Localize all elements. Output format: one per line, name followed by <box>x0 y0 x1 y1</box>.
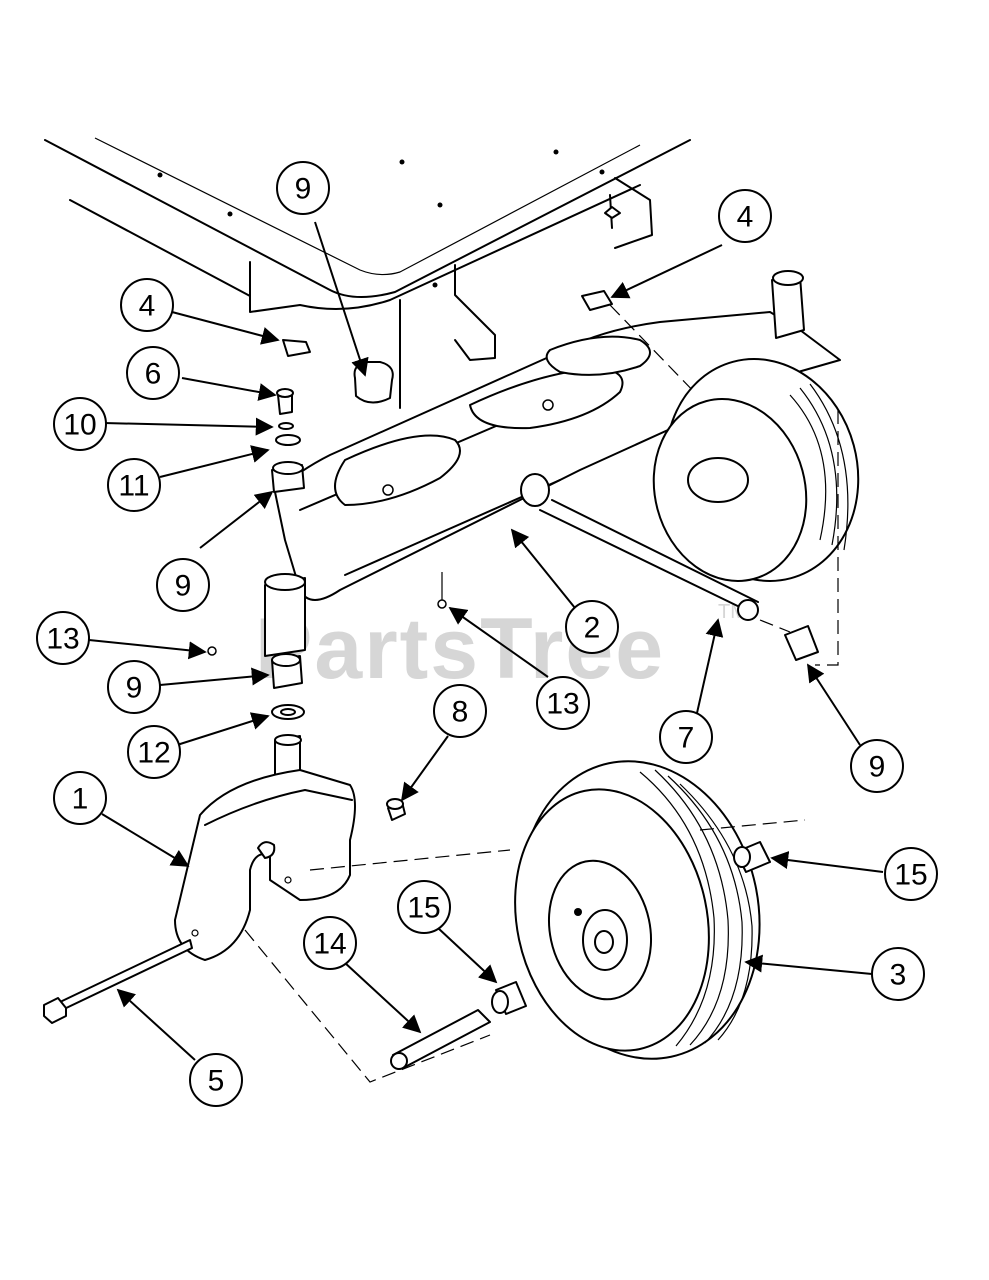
callout-2: 2 <box>565 600 619 654</box>
callout-label: 4 <box>139 290 156 323</box>
callout-13-right: 13 <box>536 676 590 730</box>
callout-label: 3 <box>890 959 907 992</box>
callout-1: 1 <box>53 771 107 825</box>
callout-12: 12 <box>127 725 181 779</box>
axle-spacer <box>390 981 527 1070</box>
callout-13-left: 13 <box>36 611 90 665</box>
watermark: PartsTree TM <box>255 601 747 697</box>
callout-label: 11 <box>118 470 149 503</box>
callout-label: 8 <box>452 696 469 729</box>
callout-label: 13 <box>46 623 79 656</box>
callout-label: 9 <box>175 570 192 603</box>
callout-3: 3 <box>871 947 925 1001</box>
callout-label: 7 <box>678 722 695 755</box>
callout-label: 2 <box>584 612 601 645</box>
callout-5: 5 <box>189 1053 243 1107</box>
callout-7: 7 <box>659 710 713 764</box>
callout-label: 4 <box>737 201 754 234</box>
callout-6: 6 <box>126 346 180 400</box>
callout-label: 9 <box>869 751 886 784</box>
callout-4-left: 4 <box>120 278 174 332</box>
callout-label: 13 <box>546 688 579 721</box>
mower-deck <box>44 137 691 409</box>
callout-label: 10 <box>63 409 96 442</box>
callout-11: 11 <box>107 458 161 512</box>
callout-label: 14 <box>313 928 346 961</box>
callout-label: 6 <box>145 358 162 391</box>
callout-9-top: 9 <box>276 161 330 215</box>
callout-9-left: 9 <box>156 558 210 612</box>
callout-label: 1 <box>72 783 89 816</box>
callout-9-right: 9 <box>850 739 904 793</box>
callout-9-mid: 9 <box>107 660 161 714</box>
callout-10: 10 <box>53 397 107 451</box>
callout-label: 5 <box>208 1065 225 1098</box>
callout-label: 9 <box>126 672 143 705</box>
callout-8: 8 <box>433 684 487 738</box>
callout-label: 15 <box>407 892 440 925</box>
callout-4-right: 4 <box>718 189 772 243</box>
axle-bolt <box>43 939 193 1024</box>
callout-label: 12 <box>137 737 170 770</box>
caster-fork <box>174 734 511 1083</box>
callouts: 9 4 4 6 10 11 9 2 13 13 9 12 7 9 8 1 15 … <box>36 161 938 1107</box>
leader-lines <box>88 221 884 1061</box>
rear-wheel <box>539 358 860 666</box>
callout-14: 14 <box>303 916 357 970</box>
callout-15-right: 15 <box>884 847 938 901</box>
front-wheel <box>514 760 806 1060</box>
callout-label: 15 <box>894 859 927 892</box>
callout-15-left: 15 <box>397 880 451 934</box>
callout-label: 9 <box>295 173 312 206</box>
